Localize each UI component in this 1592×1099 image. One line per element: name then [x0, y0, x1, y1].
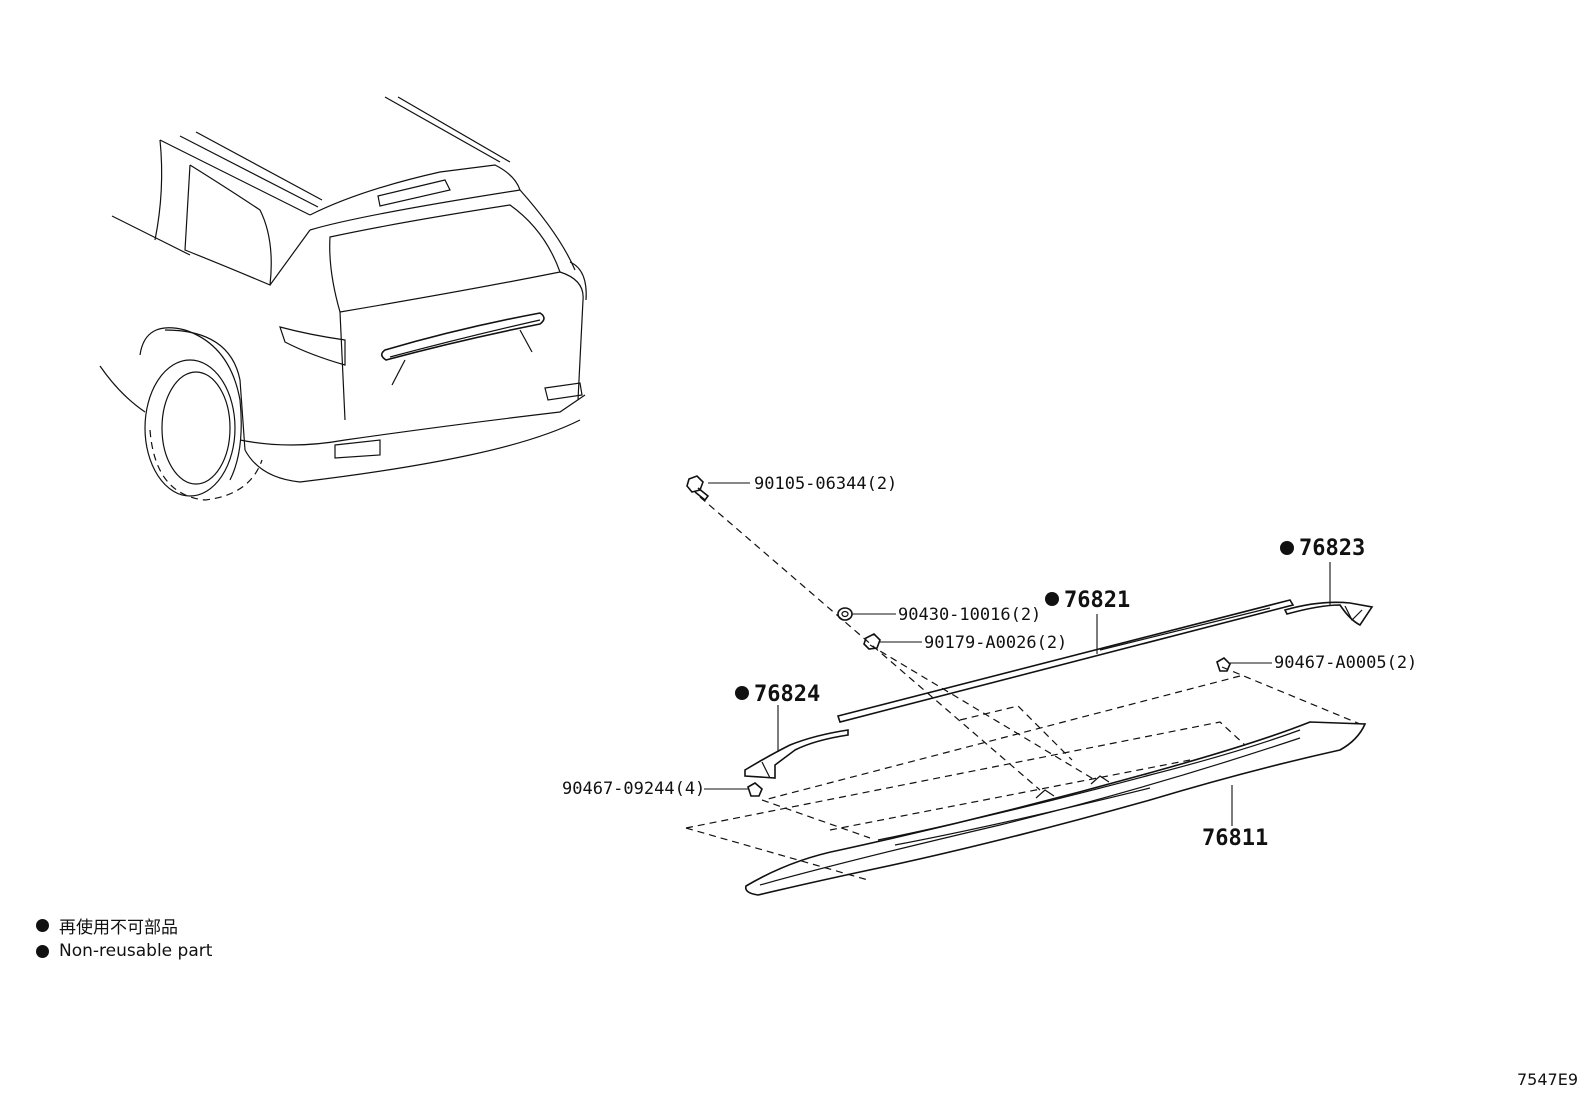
non-reusable-marker [1280, 541, 1294, 555]
label-clip-right: 90467-A0005(2) [1274, 653, 1417, 673]
label-clip-left: 90467-09244(4) [562, 779, 705, 799]
illustration-code: 7547E9 [1516, 1070, 1578, 1089]
vehicle-rear-illustration [99, 96, 587, 501]
legend-text-en: Non-reusable part [59, 941, 213, 961]
non-reusable-dot-icon [36, 944, 49, 958]
clip-right-icon [1216, 657, 1231, 672]
label-moulding-main: 76821 [1064, 588, 1130, 613]
clip-left-icon [747, 782, 763, 797]
legend-row-en: Non-reusable part [36, 938, 212, 964]
label-nut: 90179-A0026(2) [924, 633, 1067, 653]
label-garnish: 76811 [1202, 826, 1268, 851]
bolt-icon [686, 475, 710, 502]
label-bolt: 90105-06344(2) [754, 474, 897, 494]
moulding-strip-76821 [836, 599, 1295, 723]
moulding-end-76823 [1283, 601, 1374, 627]
moulding-end-76824 [744, 729, 849, 779]
legend-text-jp: 再使用不可部品 [59, 917, 178, 938]
label-moulding-left-end: 76824 [754, 682, 820, 707]
label-washer: 90430-10016(2) [898, 605, 1041, 625]
non-reusable-marker [1045, 592, 1059, 606]
label-moulding-right-end: 76823 [1299, 536, 1365, 561]
leader-lines [704, 482, 1331, 826]
garnish-76811 [744, 721, 1367, 896]
washer-icon [837, 607, 853, 621]
non-reusable-dot-icon [36, 918, 49, 932]
legend-row-jp: 再使用不可部品 [36, 912, 212, 938]
assembly-guide-lines [685, 496, 1361, 881]
non-reusable-marker [735, 686, 749, 700]
legend: 再使用不可部品 Non-reusable part [36, 912, 212, 964]
nut-icon [863, 633, 881, 650]
